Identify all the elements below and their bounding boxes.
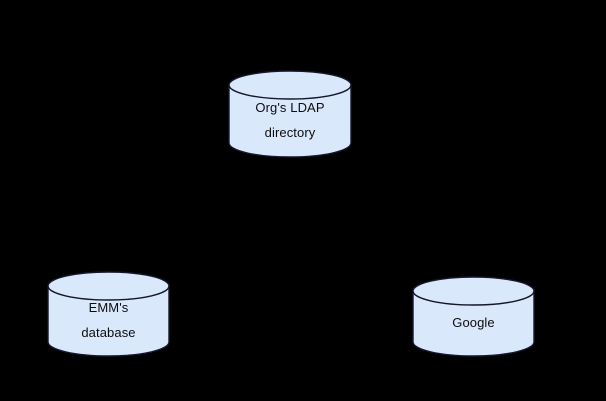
emm-database-node[interactable]: EMM's database — [47, 271, 170, 357]
cylinder-shape — [228, 70, 352, 158]
cylinder-shape — [412, 276, 535, 357]
cylinder-shape — [47, 271, 170, 357]
google-node[interactable]: Google — [412, 276, 535, 357]
ldap-directory-node[interactable]: Org's LDAP directory — [228, 70, 352, 158]
